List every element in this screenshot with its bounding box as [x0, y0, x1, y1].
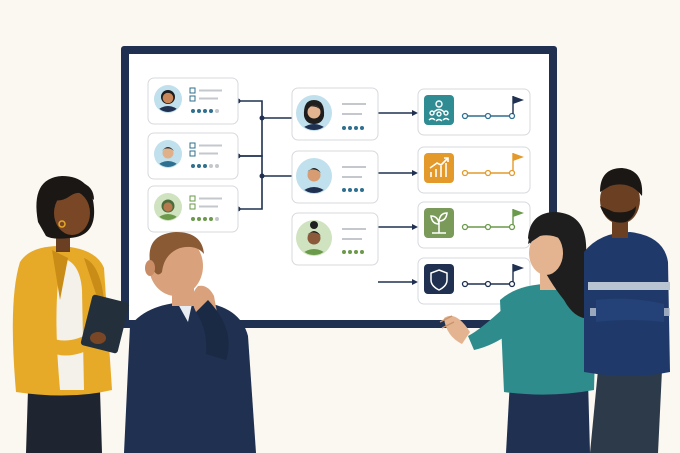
man-arms-crossed: [584, 168, 670, 453]
arrowhead: [412, 279, 418, 285]
flag-icon: [513, 96, 524, 104]
woman-presenting: [439, 212, 596, 453]
connector-node: [259, 115, 265, 121]
woman-headscarf-avatar: [155, 199, 181, 220]
checklist-icon: [189, 87, 222, 102]
rating-dots: [191, 109, 219, 113]
candidate-card: [147, 77, 239, 125]
goal-card-team: [417, 88, 531, 136]
growth-chart-icon: [424, 153, 454, 183]
connector-lines: [238, 100, 412, 283]
connector-line: [238, 176, 263, 210]
plant-glyph: [430, 212, 448, 234]
woman-avatar: [155, 90, 181, 112]
shield-glyph: [430, 269, 448, 291]
successor-card: [291, 87, 379, 141]
goal-card-growth: [417, 146, 531, 194]
arrowhead: [412, 110, 418, 116]
woman-bun-avatar: [298, 221, 330, 255]
shield-icon: [424, 264, 454, 294]
rating-dots: [191, 164, 219, 168]
rating-dots: [342, 188, 364, 192]
successor-card: [291, 212, 379, 266]
flag-icon: [513, 209, 524, 217]
successor-card: [291, 150, 379, 204]
rating-dots: [342, 126, 364, 130]
rating-dots: [191, 217, 219, 221]
flag-icon: [513, 264, 524, 272]
candidate-card: [147, 185, 239, 233]
checklist-icon: [189, 195, 222, 210]
checklist-icon: [189, 142, 222, 157]
left-candidate-cards: [147, 77, 239, 233]
successor-cards: [291, 87, 379, 266]
connector-node: [259, 173, 265, 179]
goal-card-development: [417, 201, 531, 249]
rating-dots: [342, 250, 364, 254]
connector-line: [238, 100, 292, 119]
team-icon-glyph: [428, 100, 450, 122]
man-thinking: [124, 232, 256, 453]
man-avatar: [155, 147, 181, 167]
goal-card-security: [417, 257, 531, 305]
arrowhead: [412, 224, 418, 230]
woman-avatar: [298, 100, 330, 130]
goal-cards: [417, 88, 531, 305]
flag-icon: [513, 153, 524, 161]
candidate-card: [147, 132, 239, 180]
growth-chart-glyph: [429, 157, 449, 177]
connector-line: [238, 155, 292, 177]
man-avatar: [298, 168, 330, 193]
woman-with-tablet: [12, 176, 130, 453]
arrowhead: [412, 170, 418, 176]
